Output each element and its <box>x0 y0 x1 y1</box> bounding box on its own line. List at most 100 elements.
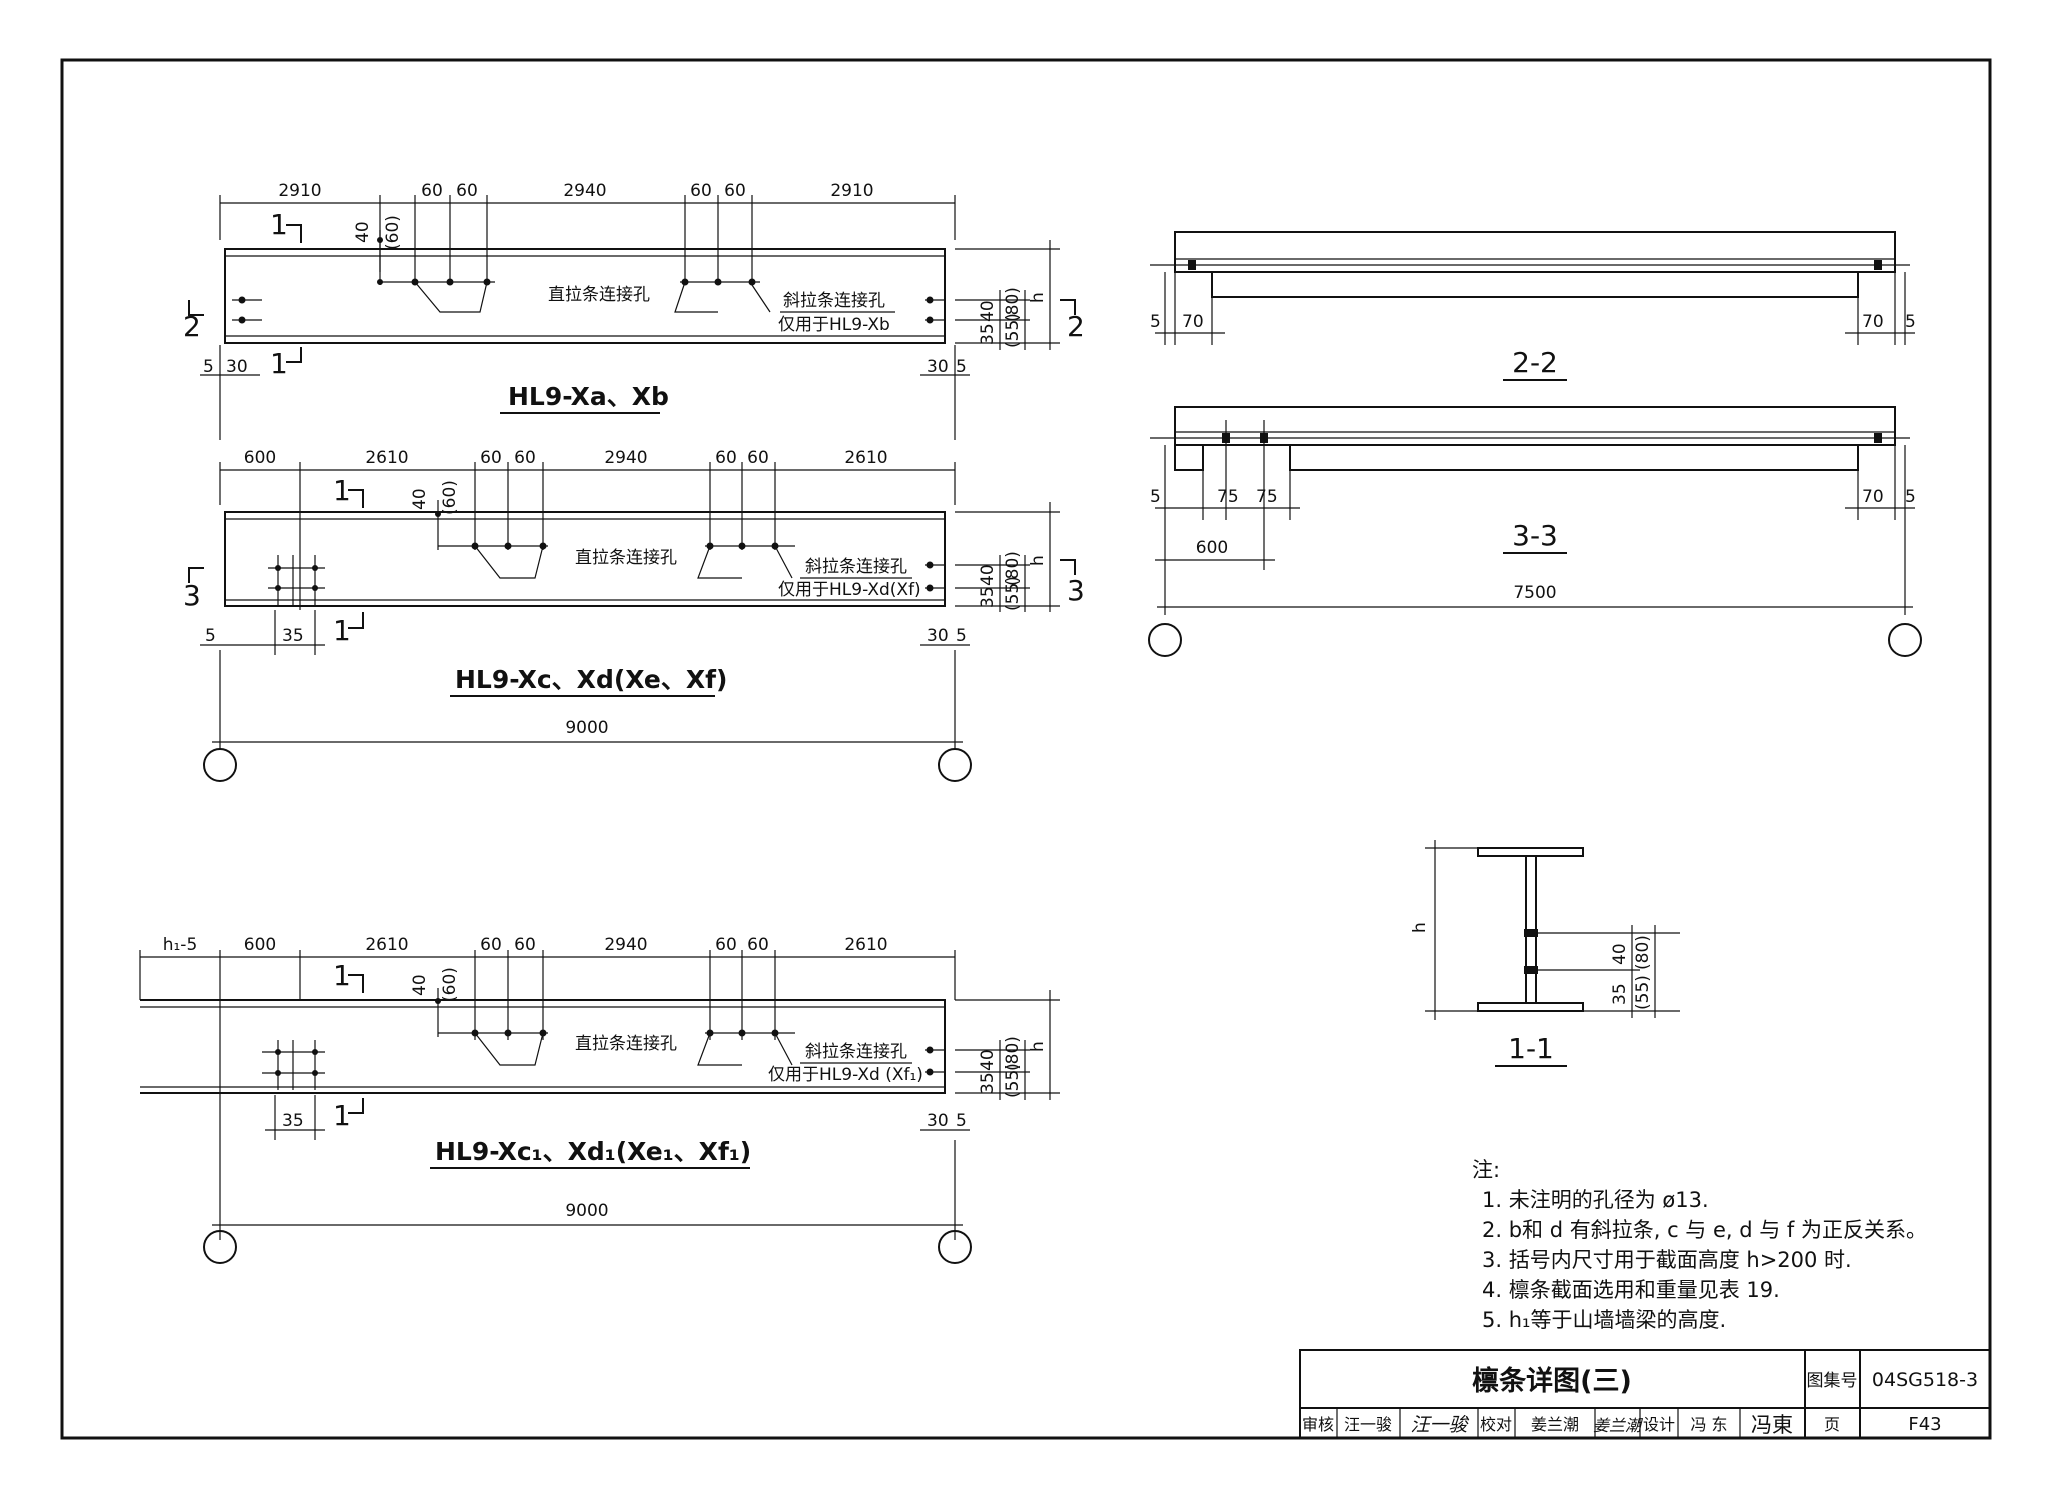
title-block: 檩条详图(三) 图集号 04SG518-3 审核 汪一骏 汪一骏 校对 姜兰潮 … <box>1299 1349 1991 1439</box>
reviewer-signature: 汪一骏 <box>1410 1414 1469 1436</box>
dim-40: 40 <box>410 488 430 510</box>
dim-5-right: 5 <box>956 626 967 646</box>
dim-2910-right: 2910 <box>830 181 873 201</box>
dim-span-9000: 9000 <box>565 718 608 738</box>
dim-5: 5 <box>205 626 216 646</box>
beam-xc-xd: 600 2610 60 60 2940 60 60 2610 40 (60) <box>183 448 1085 782</box>
dim-2610: 2610 <box>844 448 887 468</box>
dim-30-right: 30 <box>927 626 949 646</box>
designer-signature: 冯東 <box>1751 1413 1793 1437</box>
check-label: 校对 <box>1480 1415 1512 1434</box>
drawing-frame <box>60 58 1992 1440</box>
section-mark-2: 2 <box>183 310 201 343</box>
dim-60: 60 <box>690 181 712 201</box>
dim-60: 60 <box>480 935 502 955</box>
dim-35: 35 <box>978 1072 998 1094</box>
dim-h: h <box>1028 1041 1048 1052</box>
dim-2610: 2610 <box>365 935 408 955</box>
beam-xc1-xd1: h₁-5 600 2610 60 60 2940 60 60 2610 40 (… <box>139 935 1060 1264</box>
dim-5-right: 5 <box>956 1111 967 1131</box>
straight-rod-holes-label: 直拉条连接孔 <box>575 548 677 568</box>
section-title: 3-3 <box>1512 519 1558 552</box>
dim-5: 5 <box>1150 487 1161 507</box>
dim-600: 600 <box>1196 538 1228 558</box>
note-2: 2. b和 d 有斜拉条, c 与 e, d 与 f 为正反关系。 <box>1482 1218 1927 1242</box>
section-mark-1: 1 <box>270 347 288 380</box>
dim-2940: 2940 <box>604 448 647 468</box>
axis-bubble <box>1148 623 1182 657</box>
note-5: 5. h₁等于山墙墙梁的高度. <box>1482 1308 1726 1332</box>
dim-60-paren: (60) <box>383 215 403 250</box>
note-3: 3. 括号内尺寸用于截面高度 h>200 时. <box>1482 1248 1852 1272</box>
dim-2910-left: 2910 <box>278 181 321 201</box>
dim-35: 35 <box>1610 983 1630 1005</box>
dim-40: 40 <box>1610 943 1630 965</box>
note-4: 4. 檩条截面选用和重量见表 19. <box>1482 1278 1780 1302</box>
checker-signature: 姜兰潮 <box>1593 1416 1644 1435</box>
dim-60-paren: (60) <box>440 967 460 1002</box>
dim-h: h <box>1028 555 1048 566</box>
dim-600: 600 <box>244 448 276 468</box>
section-mark-1: 1 <box>333 959 351 992</box>
section-1-1: h 40 35 (80) (55) 1-1 <box>1410 840 1680 1067</box>
beam-xa-xb: 2910 60 60 2940 60 60 2910 40 (60) 直拉条连接… <box>183 181 1085 440</box>
dim-2610: 2610 <box>365 448 408 468</box>
dim-80: (80) <box>1003 1036 1023 1071</box>
straight-rod-holes-label: 直拉条连接孔 <box>548 285 650 305</box>
dim-60: 60 <box>715 935 737 955</box>
dim-55: (55) <box>1003 576 1023 611</box>
dim-55: (55) <box>1633 975 1653 1010</box>
dim-60: 60 <box>724 181 746 201</box>
dim-35: 35 <box>978 586 998 608</box>
straight-rod-holes-label: 直拉条连接孔 <box>575 1034 677 1054</box>
drawing-title: 檩条详图(三) <box>1472 1365 1632 1397</box>
dim-40: 40 <box>410 974 430 996</box>
section-mark-2: 2 <box>1067 310 1085 343</box>
designer-name: 冯 东 <box>1690 1415 1727 1434</box>
dim-80: (80) <box>1003 287 1023 322</box>
review-label: 审核 <box>1302 1415 1334 1434</box>
axis-bubble <box>938 1230 972 1264</box>
dim-2940: 2940 <box>604 935 647 955</box>
checker-name: 姜兰潮 <box>1531 1415 1579 1434</box>
dim-80: (80) <box>1633 935 1653 970</box>
dim-35: 35 <box>282 626 304 646</box>
beam-body <box>140 999 946 1094</box>
section-title: 1-1 <box>1508 1032 1554 1065</box>
axis-bubble <box>203 1230 237 1264</box>
dim-60: 60 <box>421 181 443 201</box>
section-mark-1: 1 <box>333 1099 351 1132</box>
dim-60: 60 <box>456 181 478 201</box>
dim-h: h <box>1410 922 1430 933</box>
dim-75: 75 <box>1256 487 1278 507</box>
dim-span-9000: 9000 <box>565 1201 608 1221</box>
dim-60-paren: (60) <box>440 480 460 515</box>
dim-35: 35 <box>282 1111 304 1131</box>
dim-60: 60 <box>514 935 536 955</box>
dim-40: 40 <box>978 300 998 322</box>
reviewer-name: 汪一骏 <box>1344 1415 1392 1434</box>
beam-body <box>224 248 946 344</box>
dim-35: 35 <box>978 323 998 345</box>
axis-bubble <box>203 748 237 782</box>
section-mark-3: 3 <box>183 579 201 612</box>
page-label: 页 <box>1824 1415 1840 1434</box>
dim-70: 70 <box>1862 487 1884 507</box>
beam-title: HL9-Xc、Xd(Xe、Xf) <box>455 665 727 694</box>
dim-5: 5 <box>203 357 214 377</box>
dim-80: (80) <box>1003 551 1023 586</box>
diagonal-only-note: 仅用于HL9-Xd (Xf₁) <box>768 1065 923 1085</box>
dim-30-right: 30 <box>927 1111 949 1131</box>
dim-60: 60 <box>715 448 737 468</box>
axis-bubble <box>1888 623 1922 657</box>
dim-60: 60 <box>514 448 536 468</box>
atlas-no: 04SG518-3 <box>1872 1369 1978 1391</box>
diagonal-only-note: 仅用于HL9-Xd(Xf) <box>778 580 921 600</box>
section-2-2: 5 70 70 5 2-2 <box>1150 231 1916 381</box>
dim-30-right: 30 <box>927 357 949 377</box>
dim-h1-minus-5: h₁-5 <box>163 935 198 955</box>
dim-70: 70 <box>1862 312 1884 332</box>
dim-2940: 2940 <box>563 181 606 201</box>
notes-heading: 注: <box>1472 1158 1500 1182</box>
